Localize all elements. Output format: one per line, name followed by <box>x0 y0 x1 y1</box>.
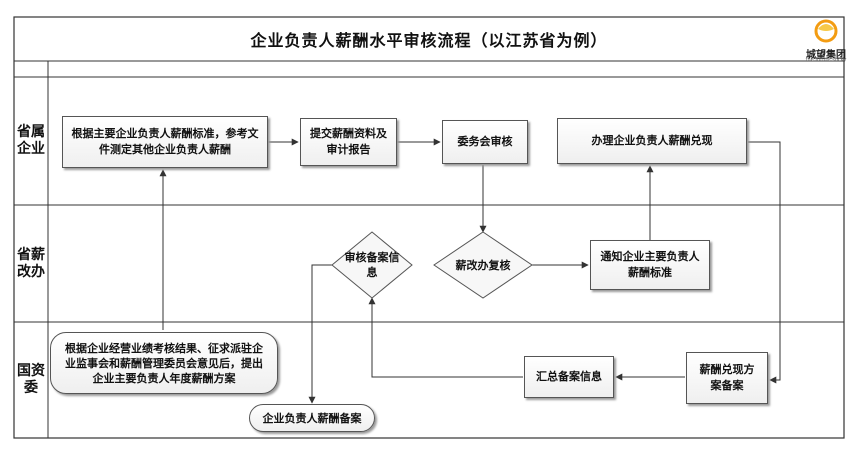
node-payment-plan-filing: 薪酬兑现方案备案 <box>686 352 768 404</box>
node-notify-standard: 通知企业主要负责人薪酬标准 <box>590 240 710 290</box>
node-measure-salary: 根据主要企业负责人薪酬标准，参考文件测定其他企业负责人薪酬 <box>62 116 268 168</box>
arrow-n8-d1 <box>368 297 523 378</box>
logo-tagline: the future sticky <box>805 57 847 63</box>
logo-ring-icon <box>814 19 838 43</box>
logo-name: 城望集团 <box>806 50 846 61</box>
node-handle-payment: 办理企业负责人薪酬兑现 <box>557 118 747 164</box>
decision-office-recheck: 薪改办复核 <box>455 258 511 272</box>
arrow-n4-n9 <box>748 141 781 384</box>
outer-frame <box>13 16 845 439</box>
logo-swirl-icon <box>818 24 834 31</box>
node-submit-materials: 提交薪酬资料及审计报告 <box>300 118 397 166</box>
decision-shape-d1 <box>331 231 413 299</box>
lane-label-sasac: 国资委 <box>17 363 45 396</box>
page-title: 企业负责人薪酬水平审核流程（以江苏省为例） <box>250 31 608 50</box>
decision-shape-d2 <box>433 231 533 299</box>
node-salary-filing: 企业负责人薪酬备案 <box>249 404 375 432</box>
lane-label-salary-office: 省薪改办 <box>17 246 45 280</box>
node-annual-plan: 根据企业经营业绩考核结果、征求派驻企业监事会和薪酬管理委员会意见后，提出企业主要… <box>50 332 278 394</box>
decision-review-filing: 审核备案信息 <box>344 251 400 279</box>
node-committee-review: 委务会审核 <box>442 120 528 164</box>
lane-label-enterprise: 省属企业 <box>17 124 45 157</box>
arrow-d1-n7 <box>308 264 332 404</box>
node-summarize-filing: 汇总备案信息 <box>524 356 614 398</box>
